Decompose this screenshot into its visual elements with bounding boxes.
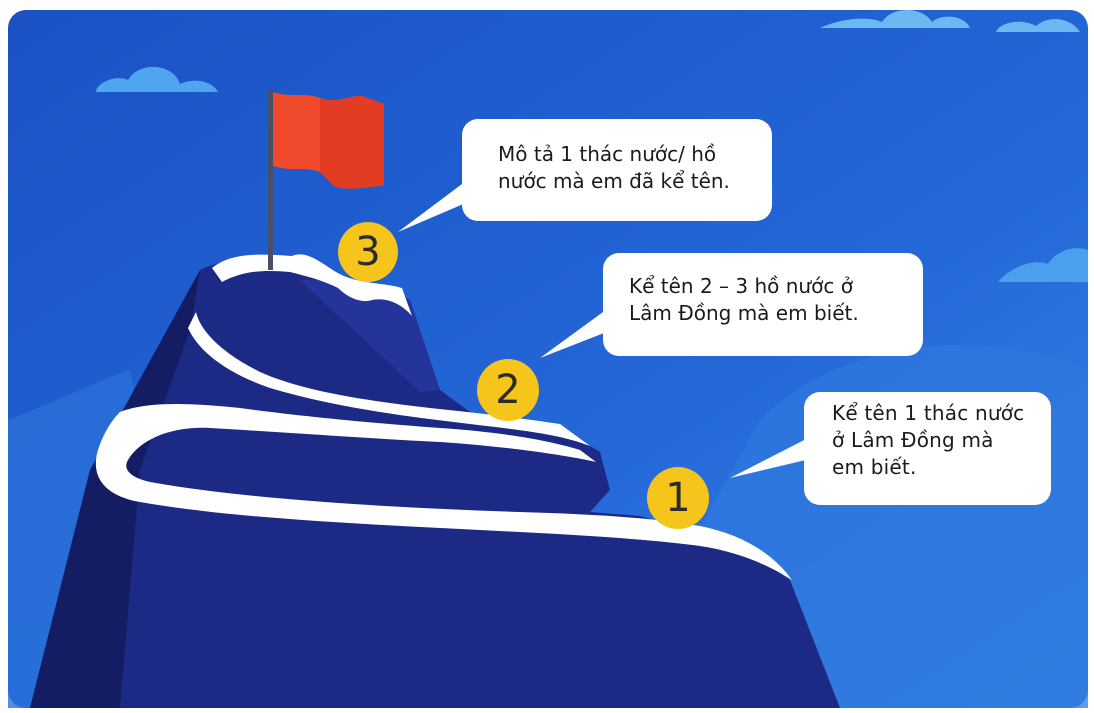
- bubble-1-tail: [730, 436, 814, 478]
- step-2-number: 2: [495, 367, 521, 413]
- bubble-2-tail: [540, 304, 622, 358]
- step-1-badge: [647, 467, 709, 529]
- cloud-icon: [998, 248, 1088, 282]
- step-3-badge: [338, 222, 398, 282]
- cloud-icon: [96, 66, 218, 92]
- step-1-text-line: em biết.: [832, 455, 917, 479]
- mountain-illustration: [30, 260, 840, 708]
- step-1-text-line: ở Lâm Đồng mà: [832, 428, 994, 452]
- step-3-text-line: Mô tả 1 thác nước/ hồ: [498, 142, 717, 166]
- bubble-3-tail: [398, 178, 482, 232]
- flag-icon: [268, 90, 384, 270]
- step-3-number: 3: [355, 229, 381, 275]
- step-1-text-line: Kể tên 1 thác nước: [832, 401, 1025, 425]
- step-1-speech-bubble: Kể tên 1 thác nước ở Lâm Đồng mà em biết…: [804, 392, 1051, 505]
- step-2-speech-bubble: Kể tên 2 – 3 hồ nước ở Lâm Đồng mà em bi…: [603, 253, 923, 356]
- snow-trail: [95, 254, 793, 580]
- step-3-speech-bubble: Mô tả 1 thác nước/ hồ nước mà em đã kể t…: [462, 119, 772, 221]
- step-1-number: 1: [665, 475, 691, 521]
- step-2-text-line: Kể tên 2 – 3 hồ nước ở: [629, 274, 853, 298]
- cloud-icon: [820, 10, 1080, 32]
- step-3-text-line: nước mà em đã kể tên.: [498, 169, 730, 193]
- step-2-text-line: Lâm Đồng mà em biết.: [629, 301, 859, 325]
- step-2-badge: [477, 359, 539, 421]
